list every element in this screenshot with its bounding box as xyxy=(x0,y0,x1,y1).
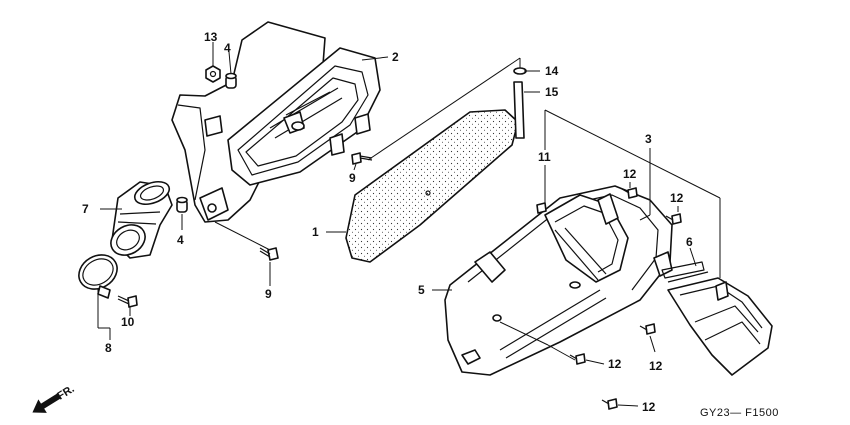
callout-12-c: 12 xyxy=(649,359,663,373)
grommet-4-lower xyxy=(176,196,188,213)
nut-13 xyxy=(205,65,221,83)
air-cleaner-cover xyxy=(444,185,673,376)
bolt-9-upper xyxy=(351,152,373,165)
callout-12-d: 12 xyxy=(608,357,622,371)
leader-lines xyxy=(97,42,721,407)
callout-9-lower: 9 xyxy=(265,287,272,301)
air-cleaner-case xyxy=(171,21,381,223)
screw-12-d xyxy=(569,353,586,365)
screw-12-a xyxy=(621,187,638,199)
air-cleaner-element xyxy=(345,109,519,263)
bolt-9-lower xyxy=(259,247,279,261)
screw-11 xyxy=(536,202,547,214)
grommet-4-upper xyxy=(225,72,237,89)
callout-6: 6 xyxy=(686,235,693,249)
callout-12-a: 12 xyxy=(623,167,637,181)
screw-12-b xyxy=(665,213,682,225)
callout-4-upper: 4 xyxy=(224,41,231,55)
callout-12-e: 12 xyxy=(642,400,656,414)
callout-4-lower: 4 xyxy=(177,233,184,247)
tube-band xyxy=(78,254,118,299)
callout-13: 13 xyxy=(204,30,218,44)
cover-seal xyxy=(661,261,709,283)
diagram-code: GY23— F1500 xyxy=(700,407,779,419)
callout-2: 2 xyxy=(392,50,399,64)
screw-10 xyxy=(117,295,138,308)
callout-12-b: 12 xyxy=(670,191,684,205)
callout-11: 11 xyxy=(538,150,551,164)
callout-15: 15 xyxy=(545,85,559,99)
callout-9-upper: 9 xyxy=(349,171,356,185)
intake-duct xyxy=(667,277,773,376)
front-direction-marker: FR. xyxy=(32,383,77,413)
callout-10: 10 xyxy=(121,315,135,329)
drain-tube xyxy=(513,81,525,139)
callout-7: 7 xyxy=(82,202,89,216)
callout-3: 3 xyxy=(645,132,652,146)
callout-8: 8 xyxy=(105,341,112,355)
callout-1: 1 xyxy=(312,225,319,239)
screw-12-c xyxy=(639,323,656,335)
connecting-tube xyxy=(110,180,173,259)
screw-12-e xyxy=(601,398,618,410)
front-arrow-icon xyxy=(32,392,62,413)
callout-14: 14 xyxy=(545,64,559,78)
callout-5: 5 xyxy=(418,283,425,297)
